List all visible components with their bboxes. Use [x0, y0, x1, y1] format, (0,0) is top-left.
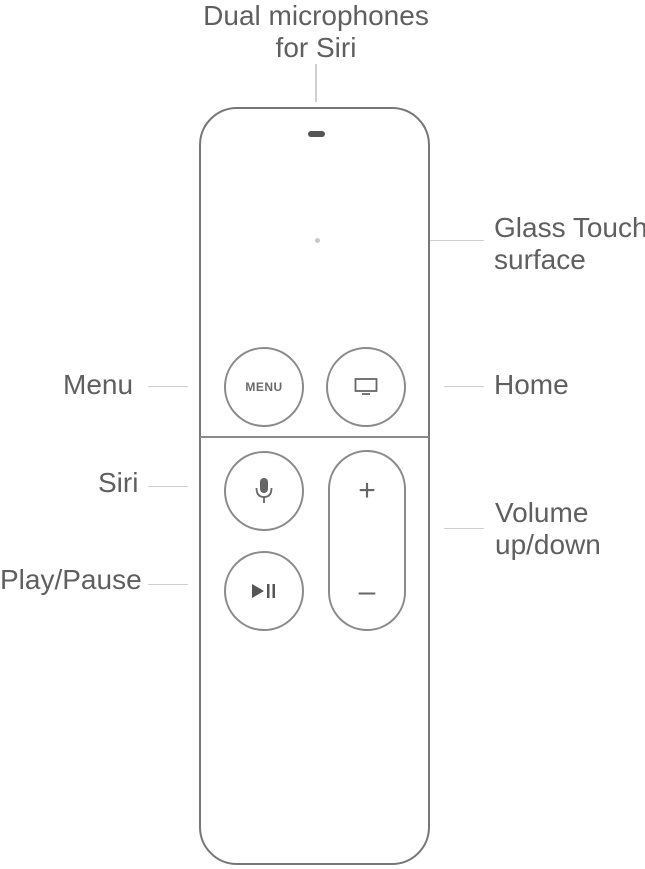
volume-label-line2: up/down	[495, 529, 601, 560]
volume-rocker[interactable]: + –	[328, 450, 406, 631]
siri-label: Siri	[98, 467, 139, 498]
home-button[interactable]	[326, 347, 406, 427]
touch-surface-label-line1: Glass Touch	[494, 212, 645, 243]
play-pause-button[interactable]	[224, 551, 304, 631]
volume-label-line1: Volume	[495, 497, 589, 528]
home-leader	[444, 386, 484, 387]
play-pause-leader	[148, 584, 188, 585]
siri-leader	[148, 486, 188, 487]
home-label: Home	[494, 369, 569, 400]
microphones-label-line1: Dual microphones	[203, 0, 429, 31]
volume-up-button[interactable]: +	[358, 474, 376, 507]
touch-surface-divider	[200, 436, 429, 438]
tv-icon	[354, 378, 378, 395]
menu-leader	[148, 386, 188, 387]
volume-label: Volume up/down	[495, 497, 601, 561]
menu-button-label: MENU	[245, 380, 283, 394]
siri-button[interactable]	[224, 451, 304, 531]
touch-surface-label: Glass Touch surface	[494, 212, 645, 276]
microphone-icon	[255, 478, 273, 503]
menu-button[interactable]: MENU	[224, 347, 304, 427]
touch-surface-dot	[315, 238, 320, 243]
microphones-label-line2: for Siri	[275, 32, 357, 63]
menu-label: Menu	[63, 369, 134, 400]
touch-surface-label-line2: surface	[494, 244, 586, 275]
play-pause-label: Play/Pause	[0, 564, 142, 595]
volume-leader	[444, 528, 484, 529]
play-pause-icon	[252, 584, 275, 598]
microphones-leader	[315, 64, 317, 102]
volume-down-button[interactable]: –	[358, 575, 376, 608]
microphone-slot	[308, 131, 325, 137]
microphones-label: Dual microphones for Siri	[196, 0, 436, 64]
